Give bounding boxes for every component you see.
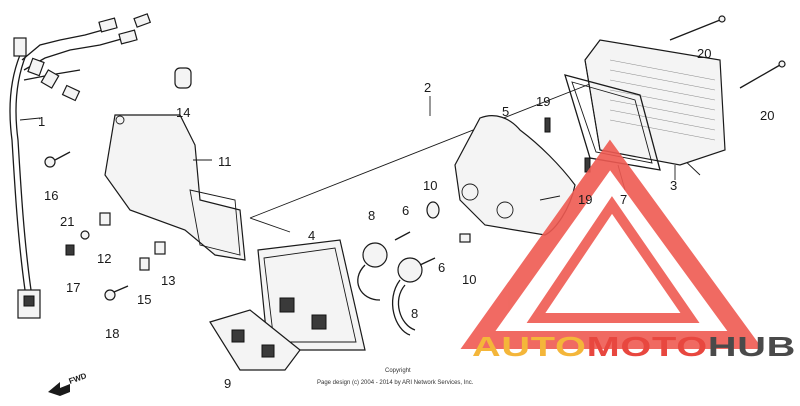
- part-label: 16: [44, 188, 58, 203]
- part-9-plate-light-base: [209, 309, 301, 371]
- part-label: 4: [308, 228, 315, 243]
- part-11-housing-body: [104, 114, 246, 261]
- part-label: 20: [697, 46, 711, 61]
- copyright-line2: Page design (c) 2004 - 2014 by ARI Netwo…: [317, 380, 474, 386]
- watermark-moto: MOTO: [587, 331, 708, 362]
- fwd-label: FWD: [68, 371, 88, 386]
- part-label: 6: [438, 260, 445, 275]
- part-label: 2: [424, 80, 431, 95]
- part-label: 10: [462, 272, 476, 287]
- part-label: 17: [66, 280, 80, 295]
- watermark-logo-triangle: [460, 139, 763, 349]
- part-label: 21: [60, 214, 74, 229]
- copyright-notice: Copyright Page design (c) 2004 - 2014 by…: [317, 368, 474, 386]
- part-label: 3: [670, 178, 677, 193]
- part-6-bolts: [394, 231, 436, 266]
- watermark-hub: HUB: [708, 331, 796, 362]
- part-8-bulb-sockets: [357, 242, 423, 336]
- part-3-lens-housing: [584, 39, 726, 180]
- part-label: 20: [760, 108, 774, 123]
- watermark-auto: AUTO: [472, 331, 587, 362]
- part-label: 9: [224, 376, 231, 391]
- part-label: 19: [536, 94, 550, 109]
- part-label: 11: [218, 154, 232, 169]
- part-label: 12: [97, 251, 111, 266]
- part-4-lens-plate: [257, 239, 366, 351]
- part-label: 18: [105, 326, 119, 341]
- part-label: 10: [423, 178, 437, 193]
- small-hardware: [44, 151, 166, 301]
- part-label: 5: [502, 104, 509, 119]
- part-labels: 1 2 3 4 5 6 6 7 8 8 9 10 10 11 12 13 14 …: [38, 46, 774, 391]
- copyright-line1: Copyright: [385, 368, 411, 374]
- part-label: 7: [620, 192, 627, 207]
- part-10-bulbs: [426, 201, 471, 243]
- part-label: 6: [402, 203, 409, 218]
- part-label: 8: [368, 208, 375, 223]
- part-20-screws: [669, 15, 786, 89]
- part-1-wire-harness: [9, 13, 152, 319]
- part-label: 15: [137, 292, 151, 307]
- part-label: 14: [176, 105, 190, 120]
- fwd-direction-arrow: FWD: [48, 371, 88, 396]
- part-label: 1: [38, 114, 45, 129]
- part-14-grommet: [174, 67, 192, 89]
- part-label: 19: [578, 192, 592, 207]
- part-label: 8: [411, 306, 418, 321]
- part-label: 13: [161, 273, 175, 288]
